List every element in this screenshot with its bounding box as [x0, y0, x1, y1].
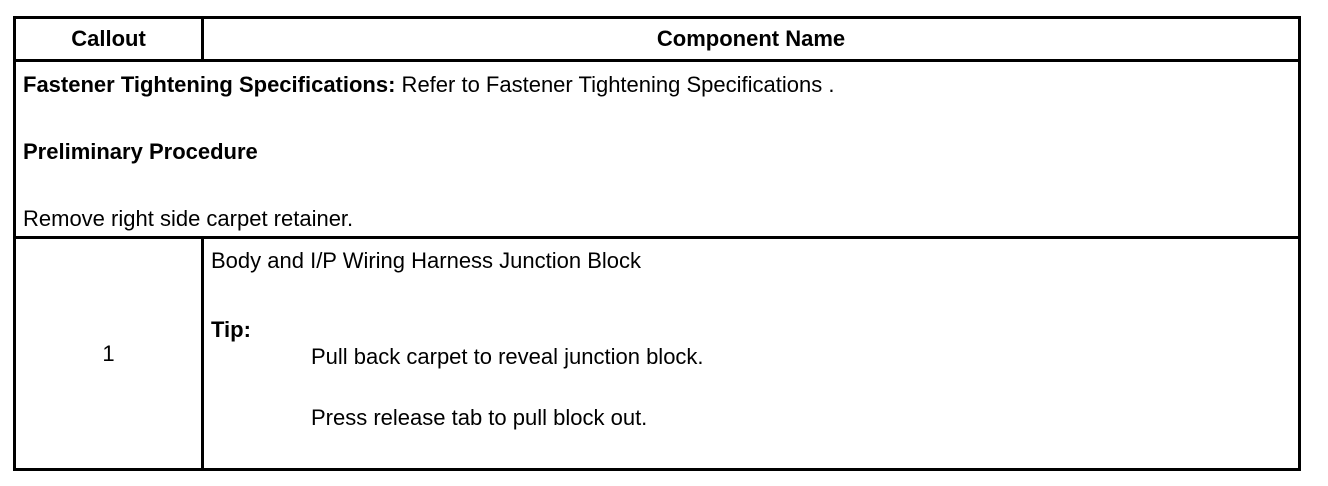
- row-component-name: Body and I/P Wiring Harness Junction Blo…: [211, 248, 642, 273]
- preliminary-procedure-step: Remove right side carpet retainer.: [23, 206, 354, 231]
- row-tip-2: Press release tab to pull block out.: [311, 405, 648, 430]
- row-tip-1: Pull back carpet to reveal junction bloc…: [311, 344, 704, 369]
- fastener-spec-text: Refer to Fastener Tightening Specificati…: [395, 72, 835, 97]
- row-callout: 1: [16, 239, 204, 468]
- fastener-spec-line: Fastener Tightening Specifications: Refe…: [23, 72, 834, 98]
- preliminary-row: Fastener Tightening Specifications: Refe…: [16, 62, 1298, 239]
- table-row: 1 Body and I/P Wiring Harness Junction B…: [16, 239, 1298, 468]
- preliminary-procedure-heading: Preliminary Procedure: [23, 139, 258, 164]
- fastener-spec-label: Fastener Tightening Specifications:: [23, 72, 396, 97]
- header-callout: Callout: [16, 19, 204, 59]
- row-tip-label: Tip:: [211, 317, 251, 342]
- table-header-row: Callout Component Name: [16, 19, 1298, 62]
- component-table: Callout Component Name Fastener Tighteni…: [13, 16, 1301, 471]
- header-component-name: Component Name: [656, 26, 846, 51]
